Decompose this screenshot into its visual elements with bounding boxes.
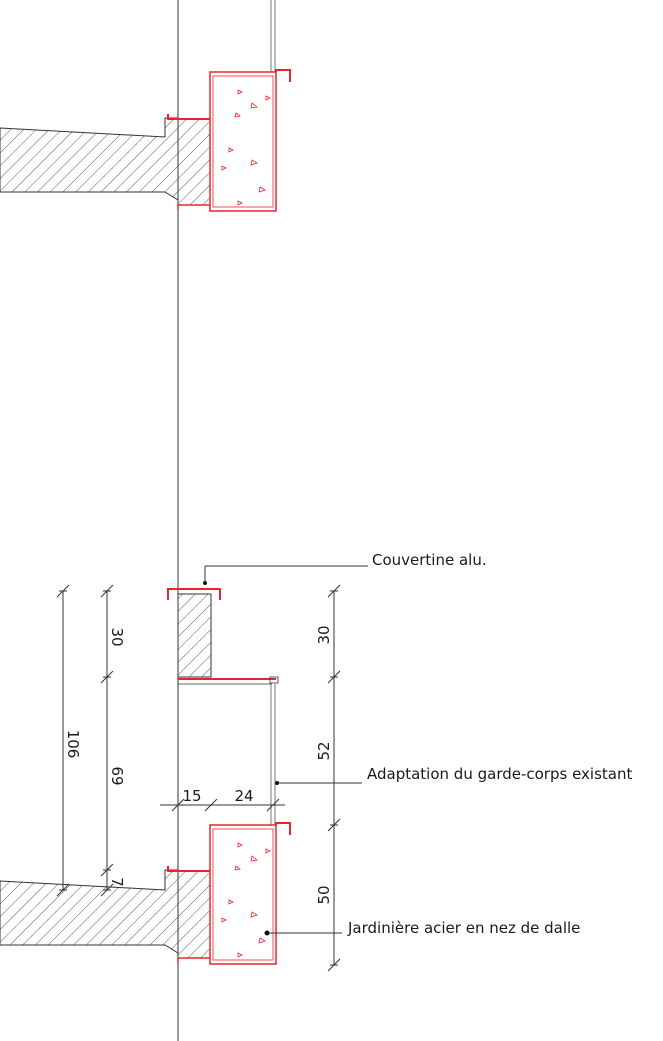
dim-106: 106 — [64, 730, 82, 759]
leader-planter — [264, 930, 342, 936]
dim-24: 24 — [234, 787, 253, 805]
lower-aggregate-marks — [221, 842, 271, 958]
dim-30-left: 30 — [108, 627, 126, 646]
balcony-floor — [178, 676, 279, 685]
dim-69: 69 — [108, 766, 126, 785]
upper-aggregate-marks — [221, 89, 271, 206]
lower-planter — [167, 822, 291, 965]
upper-slab — [0, 117, 211, 206]
lower-slab — [0, 869, 211, 959]
label-coping: Couvertine alu. — [372, 551, 487, 569]
leader-railing — [275, 781, 362, 785]
label-railing: Adaptation du garde-corps existant — [367, 765, 632, 783]
dim-30-right: 30 — [315, 625, 333, 644]
dim-50: 50 — [315, 885, 333, 904]
dim-line-right — [327, 584, 341, 972]
dim-line-horizontal — [160, 798, 285, 812]
dim-line-left-stack — [100, 584, 114, 897]
leader-coping — [203, 565, 368, 585]
railing-existing — [270, 684, 276, 825]
dim-7: 7 — [108, 877, 126, 887]
upper-planter — [167, 69, 291, 212]
dim-line-106 — [56, 584, 70, 897]
parapet — [167, 588, 221, 678]
dim-15: 15 — [182, 787, 201, 805]
label-planter: Jardinière acier en nez de dalle — [347, 919, 580, 937]
dim-52: 52 — [315, 741, 333, 760]
